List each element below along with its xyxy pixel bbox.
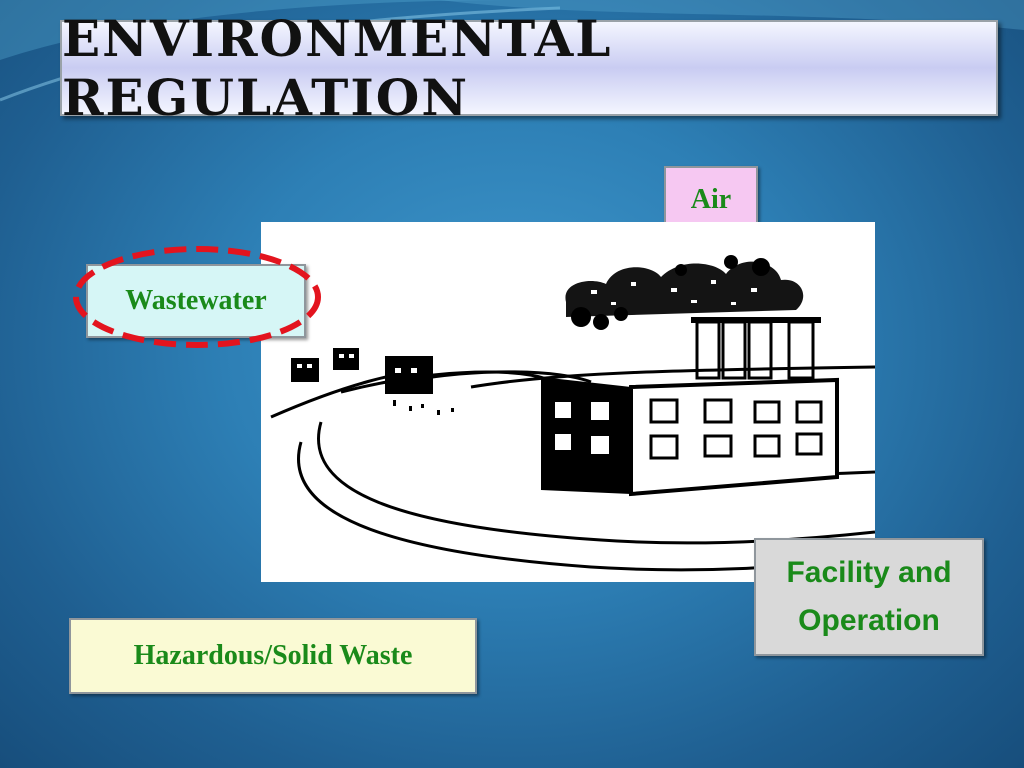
facility-label-line2: Operation (798, 604, 940, 637)
hazardous-waste-label-box: Hazardous/Solid Waste (69, 618, 477, 694)
wastewater-label-box: Wastewater (86, 264, 306, 338)
houses (291, 348, 454, 415)
wastewater-label: Wastewater (125, 285, 267, 316)
chimneys (695, 320, 815, 380)
hazardous-waste-label: Hazardous/Solid Waste (133, 640, 413, 671)
factory-illustration (261, 222, 876, 582)
slide-title: ENVIRONMENTAL REGULATION (62, 9, 613, 127)
factory-drawing (270, 255, 876, 572)
facility-label-line1: Facility and (786, 556, 952, 589)
facility-operation-label-box: Facility and Operation (754, 538, 984, 656)
smoke-cloud (565, 255, 804, 330)
air-label: Air (690, 184, 732, 215)
title-banner: ENVIRONMENTAL REGULATION (60, 9, 998, 127)
factory-building (541, 377, 839, 497)
